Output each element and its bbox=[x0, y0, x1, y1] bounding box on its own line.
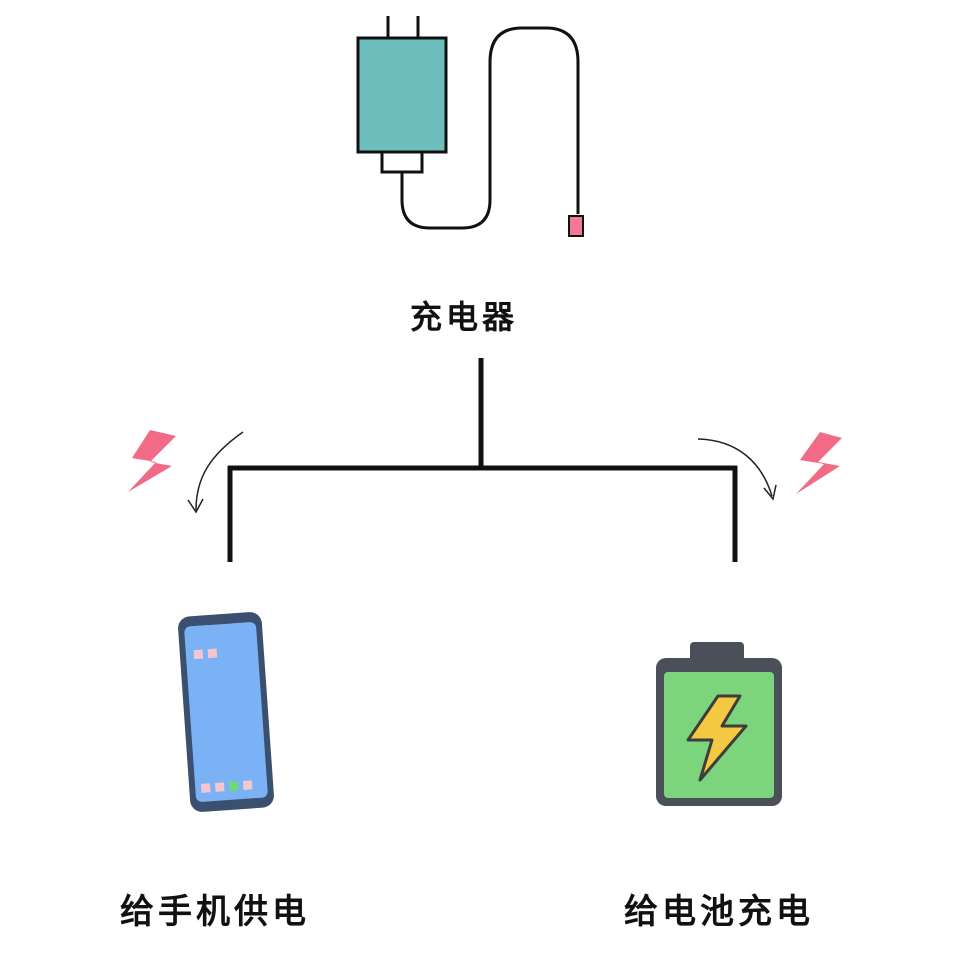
connector-lines bbox=[227, 358, 738, 562]
lightning-bolt-icon bbox=[128, 430, 176, 492]
battery-charging-icon bbox=[656, 642, 782, 806]
lightning-bolt-icon bbox=[796, 432, 842, 494]
right-flow-arrow-icon bbox=[697, 438, 777, 501]
phone-power-label: 给手机供电 bbox=[120, 892, 310, 932]
left-flow-arrow-icon bbox=[187, 431, 244, 514]
charger-icon bbox=[356, 16, 584, 237]
charger-label: 充电器 bbox=[410, 298, 519, 336]
smartphone-icon bbox=[178, 612, 274, 812]
battery-charge-label: 给电池充电 bbox=[624, 892, 814, 932]
